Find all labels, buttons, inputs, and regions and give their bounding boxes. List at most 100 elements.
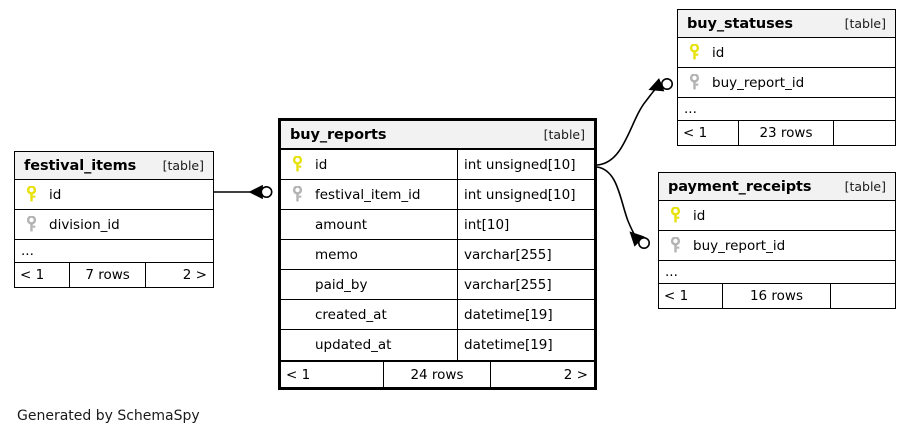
ellipsis-label: ... xyxy=(684,101,697,117)
foreign-key-icon xyxy=(23,216,40,233)
column-cell: division_id xyxy=(15,210,213,239)
prev-page-button[interactable]: < 1 xyxy=(659,284,723,308)
column-name: created_at xyxy=(315,306,387,323)
edge-buy-reports-to-buy-statuses xyxy=(596,77,673,166)
column-type: datetime[19] xyxy=(464,306,553,323)
more-columns-row[interactable]: ... xyxy=(15,240,213,262)
table-row[interactable]: amount int[10] xyxy=(281,210,594,240)
column-name: memo xyxy=(315,246,358,263)
table-row[interactable]: memo varchar[255] xyxy=(281,240,594,270)
primary-key-icon xyxy=(667,207,684,224)
foreign-key-icon xyxy=(667,237,684,254)
row-count-label: 23 rows xyxy=(759,125,813,141)
edge-festival-items-to-buy-reports xyxy=(214,184,273,200)
column-cell: buy_report_id xyxy=(659,231,895,260)
column-name: buy_report_id xyxy=(712,74,805,91)
table-row[interactable]: id xyxy=(659,201,895,231)
table-row[interactable]: updated_at datetime[19] xyxy=(281,330,594,360)
column-cell: festival_item_id xyxy=(281,180,458,209)
prev-page-button[interactable]: < 1 xyxy=(281,362,385,387)
table-payment-receipts[interactable]: payment_receipts [table] id xyxy=(658,172,896,309)
table-header: buy_reports [table] xyxy=(281,121,594,150)
edge-buy-reports-to-payment-receipts xyxy=(596,166,650,250)
table-header: festival_items [table] xyxy=(15,152,213,180)
primary-key-icon xyxy=(23,186,40,203)
column-list: id buy_report_id ... xyxy=(659,201,895,283)
column-name: amount xyxy=(315,216,368,233)
prev-page-label: < 1 xyxy=(286,366,311,383)
column-name: id xyxy=(712,44,725,61)
table-footer: < 1 23 rows xyxy=(678,120,895,145)
primary-key-icon xyxy=(289,156,306,173)
table-row[interactable]: created_at datetime[19] xyxy=(281,300,594,330)
next-page-button[interactable]: 2 > xyxy=(491,362,594,387)
table-header: buy_statuses [table] xyxy=(678,10,895,38)
row-count-label: 24 rows xyxy=(410,366,464,383)
column-cell: id xyxy=(659,201,895,230)
table-footer: < 1 7 rows 2 > xyxy=(15,262,213,287)
row-count-label: 16 rows xyxy=(749,288,804,304)
table-title: buy_statuses xyxy=(687,15,793,32)
table-type-tag: [table] xyxy=(844,179,886,194)
next-page-button[interactable] xyxy=(831,284,895,308)
column-type: int[10] xyxy=(464,216,510,233)
table-row[interactable]: division_id xyxy=(15,210,213,240)
prev-page-label: < 1 xyxy=(20,267,45,283)
more-columns-row[interactable]: ... xyxy=(678,98,895,120)
row-count-label: 7 rows xyxy=(85,267,130,283)
more-columns-row[interactable]: ... xyxy=(659,261,895,283)
table-buy-statuses[interactable]: buy_statuses [table] id xyxy=(677,9,896,146)
column-cell: amount xyxy=(281,210,458,239)
table-row[interactable]: buy_report_id xyxy=(678,68,895,98)
table-festival-items[interactable]: festival_items [table] id xyxy=(14,151,214,288)
table-title: festival_items xyxy=(24,157,137,174)
column-cell: paid_by xyxy=(281,270,458,299)
table-row[interactable]: id xyxy=(15,180,213,210)
table-row[interactable]: paid_by varchar[255] xyxy=(281,270,594,300)
generated-by-label: Generated by SchemaSpy xyxy=(17,408,200,424)
prev-page-button[interactable]: < 1 xyxy=(15,263,71,287)
next-page-button[interactable] xyxy=(834,121,895,145)
table-row[interactable]: festival_item_id int unsigned[10] xyxy=(281,180,594,210)
table-type-tag: [table] xyxy=(162,158,204,173)
column-cell: id xyxy=(281,150,458,179)
column-type: int unsigned[10] xyxy=(464,156,576,173)
next-page-label: 2 > xyxy=(182,267,207,283)
column-cell: buy_report_id xyxy=(678,68,895,97)
table-row[interactable]: buy_report_id xyxy=(659,231,895,261)
column-name: buy_report_id xyxy=(693,237,786,254)
table-footer: < 1 24 rows 2 > xyxy=(281,360,594,387)
column-list: id buy_report_id ... xyxy=(678,38,895,120)
column-cell: id xyxy=(15,180,213,209)
column-type: datetime[19] xyxy=(464,337,553,353)
column-name: id xyxy=(49,186,62,203)
column-cell: memo xyxy=(281,240,458,269)
column-name: division_id xyxy=(49,216,120,233)
table-title: payment_receipts xyxy=(668,178,812,195)
prev-page-label: < 1 xyxy=(664,288,689,304)
row-count: 7 rows xyxy=(70,263,146,287)
prev-page-label: < 1 xyxy=(683,125,708,141)
column-name: festival_item_id xyxy=(315,186,421,203)
column-cell: updated_at xyxy=(281,330,458,360)
column-list: id division_id ... xyxy=(15,180,213,262)
table-row[interactable]: id xyxy=(678,38,895,68)
row-count: 16 rows xyxy=(723,284,832,308)
table-buy-reports[interactable]: buy_reports [table] id int unsigned[10] xyxy=(278,118,597,390)
column-type: varchar[255] xyxy=(464,246,552,263)
table-row[interactable]: id int unsigned[10] xyxy=(281,150,594,180)
column-name: updated_at xyxy=(315,337,392,353)
row-count: 24 rows xyxy=(384,362,491,387)
table-header: payment_receipts [table] xyxy=(659,173,895,201)
column-list: id int unsigned[10] festival_item_id in xyxy=(281,150,594,360)
prev-page-button[interactable]: < 1 xyxy=(678,121,739,145)
ellipsis-label: ... xyxy=(21,243,34,259)
column-type: int unsigned[10] xyxy=(464,186,576,203)
next-page-button[interactable]: 2 > xyxy=(146,263,213,287)
column-name: id xyxy=(315,156,328,173)
row-count: 23 rows xyxy=(739,121,835,145)
column-name: paid_by xyxy=(315,276,368,293)
column-type: varchar[255] xyxy=(464,276,552,293)
table-type-tag: [table] xyxy=(543,127,585,142)
